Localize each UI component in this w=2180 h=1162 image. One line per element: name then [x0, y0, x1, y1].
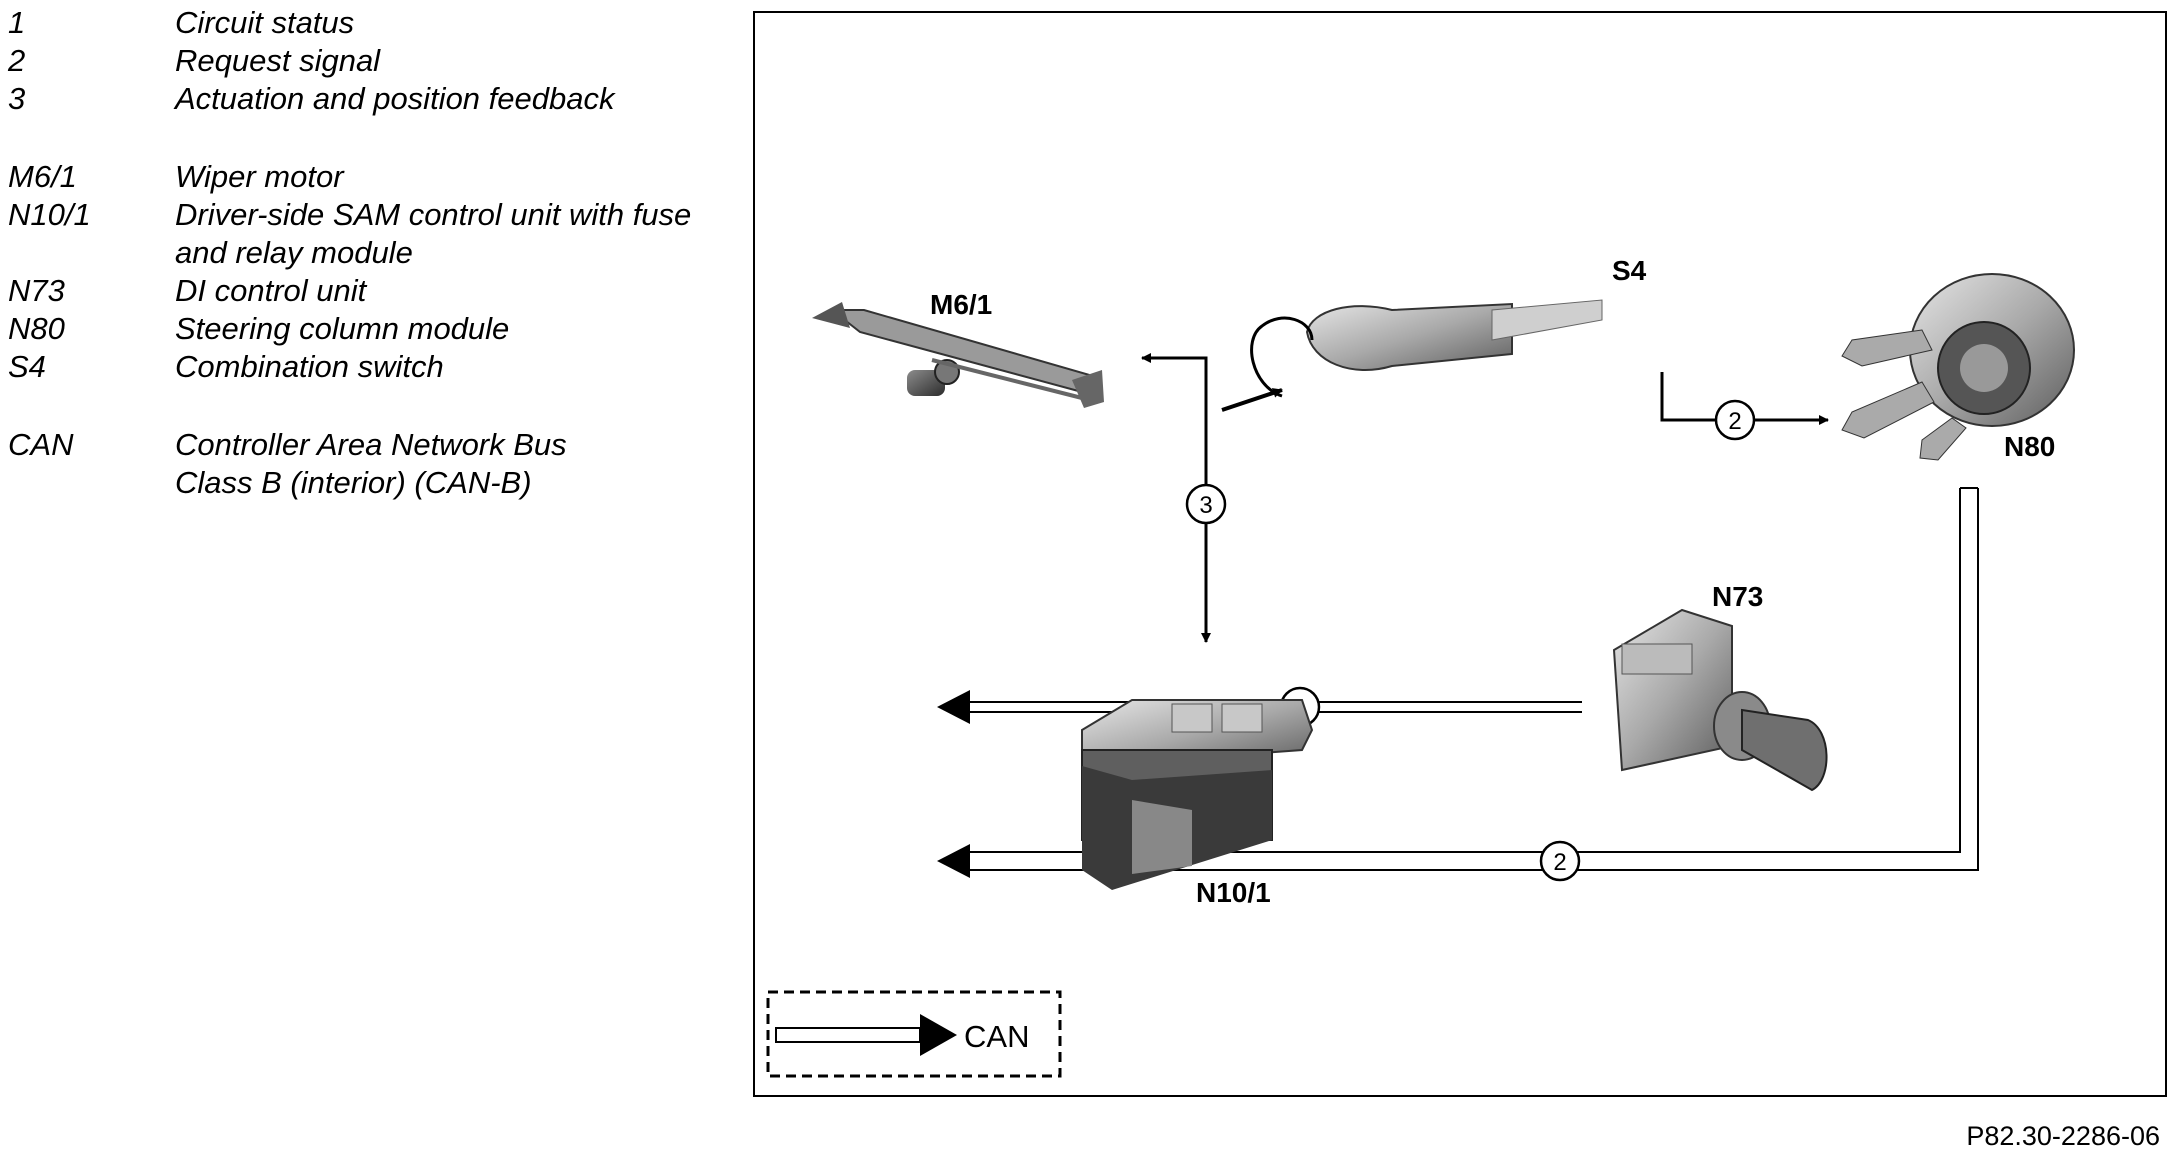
legend-text: Wiper motor — [175, 159, 344, 194]
legend-key: N80 — [8, 311, 65, 346]
legend-key: N73 — [8, 273, 65, 308]
legend-item-3: 3 Actuation and position feedback — [8, 80, 728, 118]
can-line-request-signal — [969, 488, 1979, 871]
signal-2-label: 2 — [1728, 408, 1741, 435]
legend-text: Request signal — [175, 43, 381, 78]
signal-2-circle — [1714, 399, 1756, 441]
legend: 1 Circuit status 2 Request signal 3 Actu… — [8, 4, 728, 502]
figure-id: P82.30-2286-06 — [1966, 1121, 2160, 1151]
legend-item-m6-1: M6/1 Wiper motor — [8, 158, 728, 196]
diagram-frame — [753, 11, 2167, 1097]
legend-text: Driver-side SAM control unit with fuse a… — [175, 197, 692, 270]
legend-item-1: 1 Circuit status — [8, 4, 728, 42]
steering-column-module-illustration — [1841, 273, 2075, 461]
actuation-line — [1141, 353, 1208, 610]
legend-key: CAN — [8, 427, 74, 462]
can-arrowhead-1 — [937, 690, 970, 724]
legend-item-n10-1: N10/1 Driver-side SAM control unit with … — [8, 196, 728, 272]
sam-control-unit-illustration — [1081, 699, 1314, 890]
can-arrowhead-2 — [937, 844, 970, 878]
signal-3-circle — [1185, 483, 1227, 525]
legend-item-s4: S4 Combination switch — [8, 348, 728, 386]
legend-text: Controller Area Network Bus Class B (int… — [175, 427, 567, 500]
signal-2b-circle — [1539, 840, 1581, 882]
legend-item-2: 2 Request signal — [8, 42, 728, 80]
signal-2b-label: 2 — [1553, 849, 1566, 876]
can-key — [766, 990, 1062, 1078]
legend-text: Steering column module — [175, 311, 510, 346]
legend-text: Combination switch — [175, 349, 444, 384]
legend-text: DI control unit — [175, 273, 367, 308]
legend-key: M6/1 — [8, 159, 77, 194]
legend-item-can: CAN Controller Area Network Bus Class B … — [8, 426, 728, 502]
legend-key: 3 — [8, 81, 26, 116]
combination-switch-illustration — [1221, 299, 1603, 412]
legend-text: Actuation and position feedback — [175, 81, 615, 116]
legend-item-n73: N73 DI control unit — [8, 272, 728, 310]
can-key-label: CAN — [964, 1019, 1029, 1054]
di-control-unit-illustration — [1612, 608, 1828, 792]
signal-3-label: 3 — [1199, 492, 1212, 519]
n73-label: N73 — [1712, 581, 1763, 612]
m6-1-label: M6/1 — [930, 289, 992, 320]
legend-item-n80: N80 Steering column module — [8, 310, 728, 348]
legend-text: Circuit status — [175, 5, 355, 40]
n10-1-label: N10/1 — [1196, 877, 1271, 908]
legend-key: N10/1 — [8, 197, 91, 232]
request-signal-line — [1660, 372, 1829, 425]
legend-key: 2 — [8, 43, 26, 78]
s4-label: S4 — [1612, 255, 1647, 286]
n80-label: N80 — [2004, 431, 2055, 462]
wiper-circuit-diagram: M6/1 3 S4 2 N80 N73 1 2 — [753, 11, 2167, 1097]
legend-key: 1 — [8, 5, 26, 40]
legend-key: S4 — [8, 349, 46, 384]
wiper-motor-illustration — [812, 302, 1104, 408]
